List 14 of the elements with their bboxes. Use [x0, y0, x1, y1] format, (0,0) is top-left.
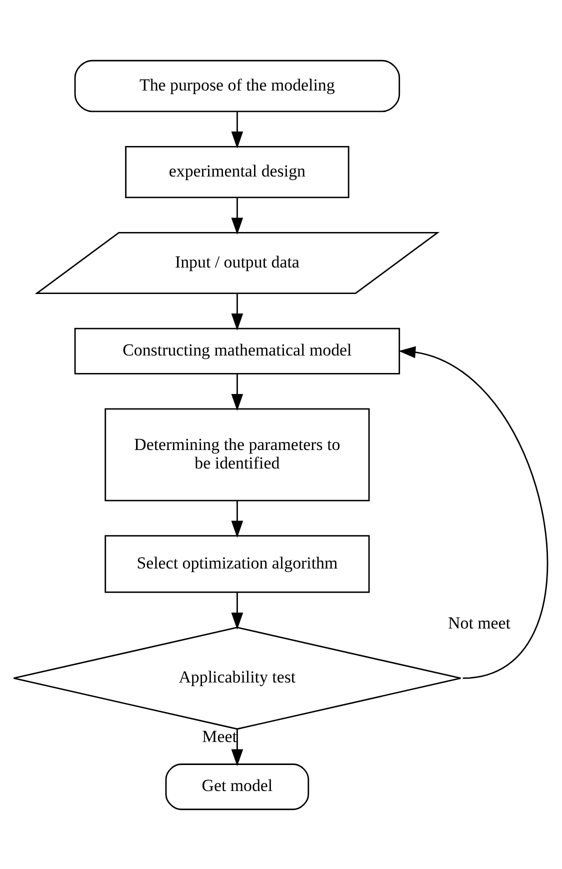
- node-box: Constructing mathematical model: [74, 327, 400, 374]
- arrow: [231, 592, 244, 630]
- arrow: [231, 373, 244, 410]
- arrow: [398, 346, 548, 678]
- arrow: [231, 500, 244, 538]
- arrow: [231, 197, 244, 234]
- node-box: Get model: [165, 763, 310, 810]
- node-box: Determining the parameters to be identified: [104, 408, 370, 501]
- node-box: Select optimization algorithm: [104, 534, 370, 592]
- arrow: [231, 728, 244, 766]
- arrow: [231, 293, 244, 330]
- arrow: [231, 111, 244, 148]
- node-box: The purpose of the modeling: [74, 59, 400, 112]
- node-box: experimental design: [125, 145, 350, 198]
